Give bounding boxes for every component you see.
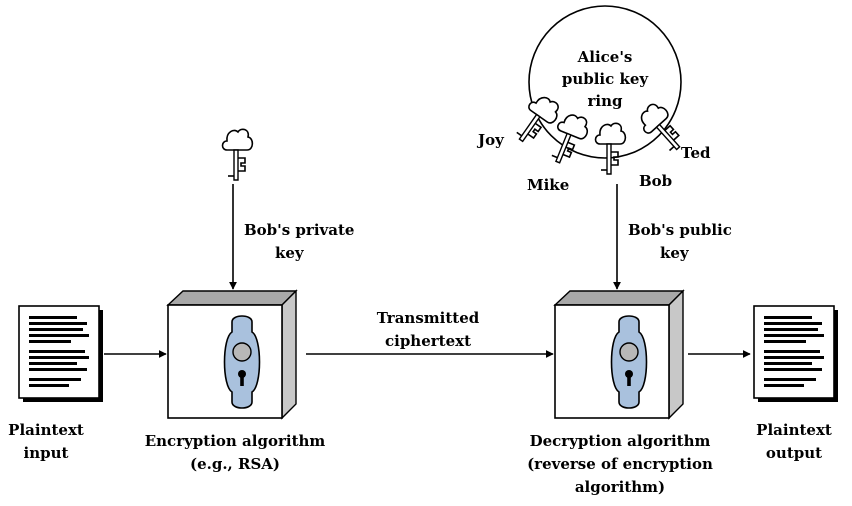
bobs-public-key-label-line1: Bob's public	[628, 221, 732, 239]
plaintext-output-label-line1: Plaintext	[756, 421, 832, 439]
ted-key-label: Ted	[681, 144, 711, 162]
decryption-algorithm-label-line1: Decryption algorithm	[530, 432, 711, 450]
transmitted-ciphertext-label-line1: Transmitted	[377, 309, 480, 327]
plaintext-output-label-line2: output	[766, 444, 822, 462]
joy-key-label: Joy	[476, 131, 505, 149]
decryption-algorithm-label-line3: algorithm)	[575, 478, 665, 496]
plaintext-input-label-line2: input	[24, 444, 69, 462]
transmitted-ciphertext-label-line2: ciphertext	[385, 332, 471, 350]
bobs-private-key-label-line2: key	[275, 244, 305, 262]
joy-key-icon	[509, 90, 565, 151]
key-ring-label-line2: public key	[562, 70, 650, 88]
bob-key-label: Bob	[639, 172, 672, 190]
bobs-private-key-label-line1: Bob's private	[244, 221, 354, 239]
bobs-private-key-icon	[221, 128, 254, 181]
decryption-algorithm-label-line2: (reverse of encryption	[527, 455, 713, 473]
plaintext-output-document-icon	[753, 305, 839, 403]
encryption-algorithm-label-line1: Encryption algorithm	[145, 432, 326, 450]
mike-key-label: Mike	[527, 176, 569, 194]
key-ring-label-line1: Alice's	[577, 48, 633, 66]
key-ring-circle	[528, 5, 682, 159]
decryption-box	[553, 289, 685, 420]
encryption-algorithm-label-line2: (e.g., RSA)	[190, 455, 280, 473]
plaintext-input-label-line1: Plaintext	[8, 421, 84, 439]
bobs-public-key-label-line2: key	[660, 244, 690, 262]
bob-key-icon	[594, 122, 627, 175]
key-ring-label-line3: ring	[588, 92, 624, 110]
plaintext-input-document-icon	[18, 305, 104, 403]
